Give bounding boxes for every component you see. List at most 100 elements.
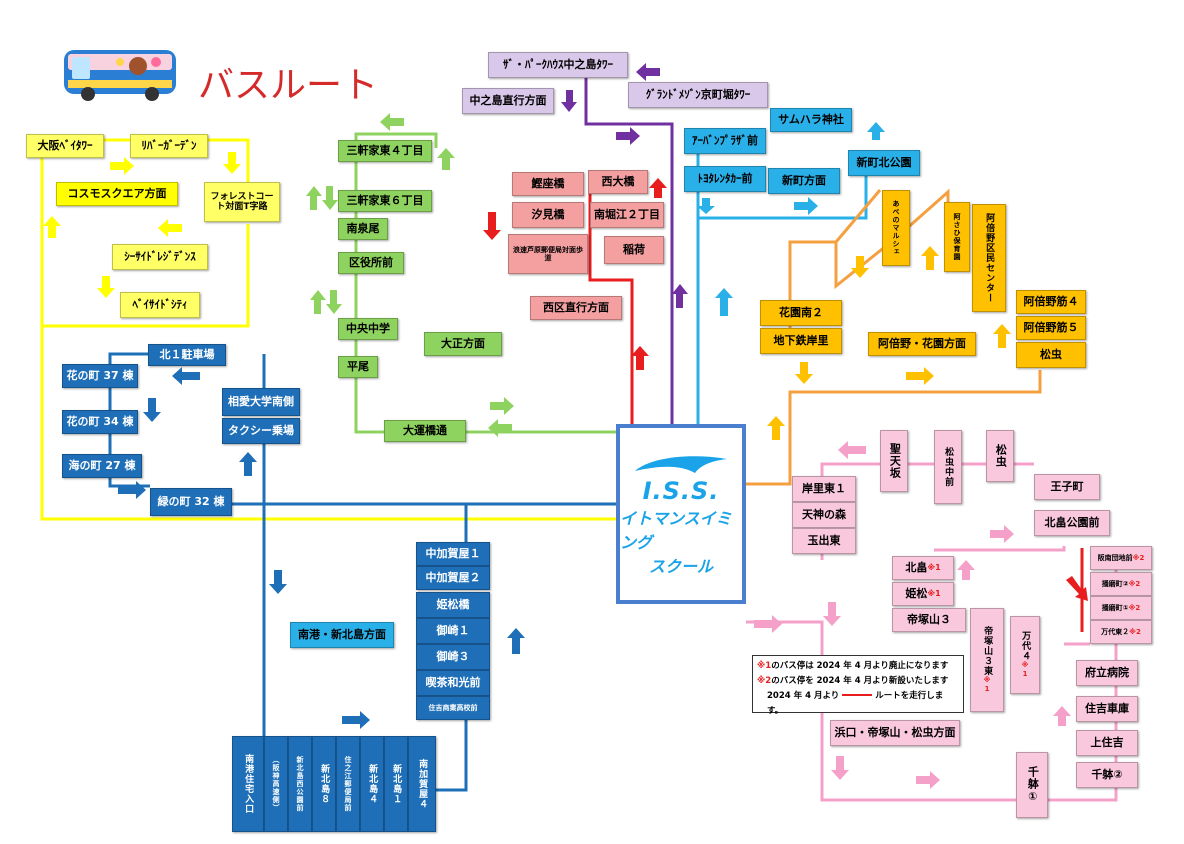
stop-shotenzaka[interactable]: 聖天坂 (880, 430, 908, 492)
direction-abeno-hanazono: 阿倍野・花園方面 (868, 332, 976, 356)
stop-sentai-1[interactable]: 千躰① (1016, 752, 1048, 818)
stop-hananomachi-34[interactable]: 花の町 34 棟 (62, 410, 138, 434)
stop-prefectural-hospital[interactable]: 府立病院 (1076, 660, 1138, 686)
stop-mandai-4[interactable]: 万代４※1 (1010, 616, 1040, 694)
mark-new: ※2 (1132, 553, 1145, 562)
stop-sentai-2[interactable]: 千躰② (1076, 762, 1138, 788)
stop-taxi-stand[interactable]: タクシー乗場 (222, 418, 300, 444)
itoman-swimming-school[interactable]: I.S.S. イトマンスイミング スクール (616, 424, 746, 604)
stop-nakakagaya-2[interactable]: 中加賀屋２ (416, 566, 490, 590)
stop-ojicho[interactable]: 王子町 (1034, 474, 1100, 500)
stop-toyota-rentacar[interactable]: ﾄﾖﾀﾚﾝﾀｶｰ前 (684, 166, 766, 192)
stop-kitabatake-park[interactable]: 北畠公園前 (1034, 510, 1110, 536)
stop-harimacho-2[interactable]: 播磨町②※2 (1090, 572, 1152, 596)
stop-shinkitajima-nishi-park[interactable]: 新北島西公園前 (288, 736, 312, 832)
stop-kitabatake[interactable]: 北畠※1 (892, 556, 954, 580)
stop-chuo-junior-high[interactable]: 中央中学 (338, 318, 398, 340)
direction-shinmachi: 新町方面 (768, 168, 840, 194)
stop-seaside-residence[interactable]: ｼｰｻｲﾄﾞﾚｼﾞﾃﾞﾝｽ (112, 244, 208, 270)
stop-uminomachi-27[interactable]: 海の町 27 棟 (62, 454, 142, 478)
stop-misaki-1[interactable]: 御崎１ (416, 618, 490, 644)
stop-park-house-nakanoshima[interactable]: ｻﾞ・ﾊﾟｰｸﾊｳｽ中之島ﾀﾜｰ (488, 52, 628, 78)
stop-sangenya-higashi-6[interactable]: 三軒家東６丁目 (338, 190, 432, 212)
stop-hannan-danchi[interactable]: 阪南団地前※2 (1090, 546, 1152, 570)
new-route-line-sample (842, 694, 873, 697)
stop-kissa-wako[interactable]: 喫茶和光前 (416, 670, 490, 696)
stop-kami-sumiyoshi[interactable]: 上住吉 (1076, 730, 1138, 756)
stop-kishinosato-higashi-1[interactable]: 岸里東１ (792, 476, 856, 502)
stop-minamikagaya-4[interactable]: 南加賀屋４ (408, 736, 436, 832)
stop-suminoe-post-office[interactable]: 住之江郵便局前 (336, 736, 360, 832)
notice-line-3b: ルートを走行します。 (767, 690, 944, 716)
stop-mandai-4-label: 万代４ (1020, 631, 1031, 661)
stop-himematsu[interactable]: 姫松※1 (892, 582, 954, 606)
stop-misaki-3[interactable]: 御崎３ (416, 644, 490, 670)
stop-shinkitajima-4[interactable]: 新北島４ (360, 736, 384, 832)
stop-kitabatake-label: 北畠 (905, 560, 928, 574)
stop-mandai-higashi-2-label: 万代東２ (1101, 627, 1130, 636)
stop-abenosuji-5[interactable]: 阿倍野筋５ (1016, 316, 1086, 340)
stop-mandai-higashi-2[interactable]: 万代東２※2 (1090, 620, 1152, 644)
stop-harimacho-2-label: 播磨町② (1101, 579, 1129, 588)
notice-line-1: のバス停は 2024 年 4 月より廃止になります (771, 661, 949, 671)
stop-hirao[interactable]: 平尾 (338, 356, 378, 378)
stop-shinkitajima-8[interactable]: 新北島８ (312, 736, 336, 832)
mark-discontinued: ※1 (927, 589, 941, 599)
stop-abeno-marche[interactable]: あべのマルシェ (882, 190, 910, 266)
notice-box: ※1のバス停は 2024 年 4 月より廃止になります ※2のバス停を 2024… (752, 655, 964, 716)
stop-matsumushi-orange[interactable]: 松虫 (1016, 342, 1086, 368)
stop-nakakagaya-1[interactable]: 中加賀屋１ (416, 542, 490, 566)
stop-grand-maison-kyomachibori[interactable]: ｸﾞﾗﾝﾄﾞﾒｿﾞﾝ京町堀ﾀﾜｰ (628, 82, 768, 108)
stop-inari[interactable]: 稲荷 (604, 236, 664, 264)
direction-hamaguchi-tezukayama: 浜口・帝塚山・松虫方面 (830, 720, 960, 746)
stop-sumiyoshi-depot[interactable]: 住吉車庫 (1076, 696, 1138, 722)
stop-tezukayama-3-higashi[interactable]: 帝塚山３東※1 (970, 608, 1004, 712)
stop-subway-kishinosato[interactable]: 地下鉄岸里 (760, 328, 842, 354)
notice-mark-2: ※2 (757, 675, 772, 686)
stop-matsumushi-chu[interactable]: 松虫中前 (934, 430, 962, 504)
stop-midorinomachi-32[interactable]: 緑の町 32 棟 (150, 488, 232, 516)
stop-forest-court[interactable]: フォレストコート対面T字路 (204, 182, 280, 222)
stop-sangenya-higashi-4[interactable]: 三軒家東４丁目 (338, 140, 432, 162)
stop-minami-izumio[interactable]: 南泉尾 (338, 218, 388, 240)
stop-samuhara-shrine[interactable]: サムハラ神社 (770, 108, 852, 132)
mark-new: ※2 (1128, 579, 1141, 588)
stop-matsumushi-pink[interactable]: 松虫 (986, 430, 1014, 482)
stop-suminoe-commercial-high[interactable]: 住吉商業高校前 (416, 696, 490, 720)
stop-hananomachi-37[interactable]: 花の町 37 棟 (62, 364, 138, 388)
stop-nanko-jutaku-iriguchi[interactable]: 南港住宅入口 (232, 736, 264, 832)
stop-shinkitajima-1[interactable]: 新北島１ (384, 736, 408, 832)
stop-tamade-higashi[interactable]: 玉出東 (792, 528, 856, 554)
stop-daiun-bashi-dori[interactable]: 大運橋通 (384, 420, 466, 442)
stop-hanshin-expressway-side[interactable]: （阪神高速側） (264, 736, 288, 832)
stop-river-garden[interactable]: ﾘﾊﾞｰｶﾞｰﾃﾞﾝ (130, 134, 208, 158)
stop-soai-university[interactable]: 相愛大学南側 (222, 388, 300, 416)
stop-abeno-civic-center[interactable]: 阿倍野区民センター (972, 204, 1006, 312)
stop-urban-plaza[interactable]: ｱｰﾊﾞﾝﾌﾟﾗｻﾞ前 (684, 128, 766, 154)
stop-abenosuji-4[interactable]: 阿倍野筋４ (1016, 290, 1086, 314)
stop-harimacho-1[interactable]: 播磨町①※2 (1090, 596, 1152, 620)
stop-asahi-nursery[interactable]: 阿さひ保育園 (944, 202, 970, 272)
stop-himematsu-bashi[interactable]: 姫松橋 (416, 592, 490, 618)
stop-tezukayama-3-higashi-label: 帝塚山３東 (982, 626, 993, 676)
stop-shinmachi-kita-park[interactable]: 新町北公園 (848, 150, 920, 176)
stop-naniwa-ashihara-post[interactable]: 浪速芦原郵便局対面歩道 (508, 234, 588, 274)
iss-name-line-2: スクール (648, 557, 713, 576)
stop-kita-1-parking[interactable]: 北１駐車場 (148, 344, 226, 366)
green-route-line (354, 132, 616, 434)
stop-minamihorie-2[interactable]: 南堀江２丁目 (590, 202, 664, 228)
stop-tenjin-no-mori[interactable]: 天神の森 (792, 502, 856, 528)
stop-tezukayama-3[interactable]: 帝塚山３ (892, 608, 966, 632)
stop-hanazono-minami-2[interactable]: 花園南２ (760, 300, 842, 326)
red-route-line (588, 180, 634, 424)
stop-katsuoza-bashi[interactable]: 鰹座橋 (512, 172, 584, 196)
stop-nishi-ohashi[interactable]: 西大橋 (588, 170, 648, 194)
stop-shiomi-bashi[interactable]: 汐見橋 (512, 202, 584, 228)
stop-osaka-bay-tower[interactable]: 大阪ﾍﾞｲﾀﾜｰ (26, 134, 104, 158)
notice-line-3a: 2024 年 4 月より (767, 690, 840, 701)
stop-bayside-city[interactable]: ﾍﾞｲｻｲﾄﾞｼﾃｨ (120, 292, 200, 318)
iss-name-line-1: イトマンスイミング (620, 509, 732, 552)
stop-ward-office[interactable]: 区役所前 (338, 252, 404, 274)
mark-discontinued: ※1 (1021, 661, 1030, 679)
